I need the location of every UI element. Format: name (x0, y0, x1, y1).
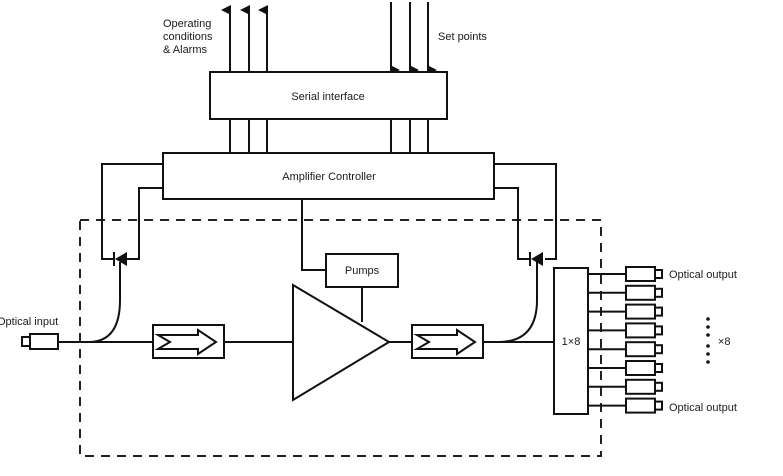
splitter-label: 1×8 (562, 336, 581, 348)
controller-to-pumps-line (301, 199, 326, 271)
input-isolator-icon (152, 324, 225, 359)
optical-output-port (588, 266, 663, 282)
output-connector-tip-icon (654, 269, 663, 279)
output-connector-icon (625, 378, 656, 395)
output-connector-icon (625, 322, 656, 339)
output-connector-tip-icon (654, 306, 663, 317)
optical-output-port (588, 378, 663, 395)
output-connector-icon (625, 284, 656, 301)
serial-interface-block (209, 71, 448, 120)
left-monitor-line-outer (101, 163, 163, 260)
optical-output-bottom-label: Optical output (669, 402, 737, 414)
optical-output-ports (588, 266, 663, 414)
optical-input-label: Optical input (0, 316, 58, 328)
optical-output-port (588, 303, 663, 320)
amplifier-controller-block (162, 152, 495, 200)
right-monitor-line-outer (494, 163, 557, 260)
multiplier-label: ×8 (718, 336, 731, 348)
output-connector-icon (625, 341, 656, 358)
set-points-label: Set points (438, 31, 487, 43)
set-point-input-arrows (390, 2, 437, 75)
output-connector-tip-icon (654, 363, 663, 373)
right-tap-fiber (499, 262, 538, 343)
output-connector-icon (625, 303, 656, 320)
optical-output-port (588, 397, 663, 414)
output-connector-icon (625, 397, 656, 414)
alarm-output-arrows (221, 5, 268, 72)
optical-output-port (588, 284, 663, 301)
output-isolator-icon (411, 324, 484, 359)
output-connector-tip-icon (654, 381, 663, 392)
serial-bus (229, 119, 429, 153)
left-monitor-line-inner (126, 187, 163, 260)
pumps-block (325, 253, 399, 288)
optical-output-port (588, 341, 663, 358)
optical-input-connector-icon (21, 333, 59, 350)
amplifier-module-boundary (79, 219, 602, 457)
pumps-label: Pumps (345, 265, 380, 277)
gain-medium-amplifier-icon (292, 283, 391, 402)
splitter-block (553, 267, 589, 415)
optical-output-top-label: Optical output (669, 269, 737, 281)
output-connector-tip-icon (654, 325, 663, 336)
serial-interface-label: Serial interface (291, 91, 364, 103)
output-connector-icon (625, 360, 656, 376)
optical-output-port (588, 360, 663, 376)
right-photodiode-icon (529, 252, 543, 266)
optical-output-port (588, 322, 663, 339)
right-monitor-line-inner (494, 187, 531, 260)
ellipsis-dots-icon (706, 317, 710, 364)
operating-conditions-label: Operating conditions & Alarms (163, 18, 216, 56)
output-connector-tip-icon (654, 400, 663, 411)
left-tap-fiber (89, 262, 121, 343)
output-connector-icon (625, 266, 656, 282)
output-connector-tip-icon (654, 287, 663, 298)
amplifier-controller-label: Amplifier Controller (282, 171, 376, 183)
output-connector-tip-icon (654, 344, 663, 355)
left-photodiode-icon (113, 252, 127, 266)
